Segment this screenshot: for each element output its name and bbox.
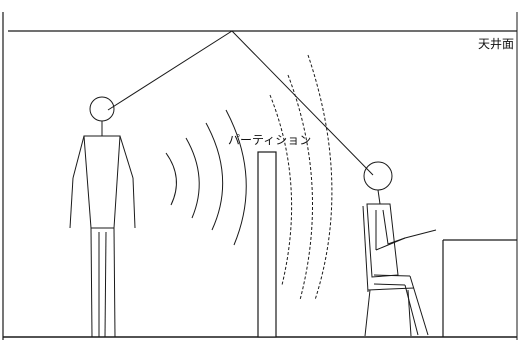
sound-wave-1 xyxy=(166,153,176,205)
listener-forearm xyxy=(376,230,436,250)
ceiling-label: 天井面 xyxy=(478,37,514,51)
listener-head xyxy=(364,162,392,190)
chair-back-leg xyxy=(365,290,370,336)
speaker-left-leg-outer xyxy=(91,228,92,337)
listener-neck xyxy=(378,190,380,204)
speaker-right-arm-upper xyxy=(120,136,133,178)
partition-label: パーティション xyxy=(228,133,311,147)
direct-sound-waves xyxy=(166,110,246,245)
seated-person xyxy=(364,162,436,335)
listener-thigh-top xyxy=(374,275,410,276)
speaker-right-leg-inner xyxy=(105,232,106,337)
sound-wave-4 xyxy=(226,110,246,245)
sound-wave-2 xyxy=(186,138,199,218)
listener-shin-back xyxy=(405,285,418,335)
speaker-left-arm-lower xyxy=(70,178,73,228)
listener-torso xyxy=(367,204,398,277)
speaker-left-arm-upper xyxy=(73,136,84,178)
standing-person xyxy=(70,97,135,337)
diffracted-sound-waves xyxy=(270,55,332,300)
reflection-path xyxy=(108,31,373,175)
chair-seat xyxy=(368,288,414,290)
desk xyxy=(443,240,517,337)
listener-thigh-bottom xyxy=(374,284,405,285)
chair xyxy=(363,206,414,336)
speaker-right-leg-outer xyxy=(114,228,115,337)
speaker-torso xyxy=(84,136,120,228)
chair-back xyxy=(363,206,368,292)
chair-front-leg xyxy=(408,290,411,336)
listener-shin-front xyxy=(410,276,428,335)
speaker-right-arm-lower xyxy=(133,178,135,228)
partition-panel xyxy=(258,152,276,337)
sound-wave-3 xyxy=(206,123,223,230)
